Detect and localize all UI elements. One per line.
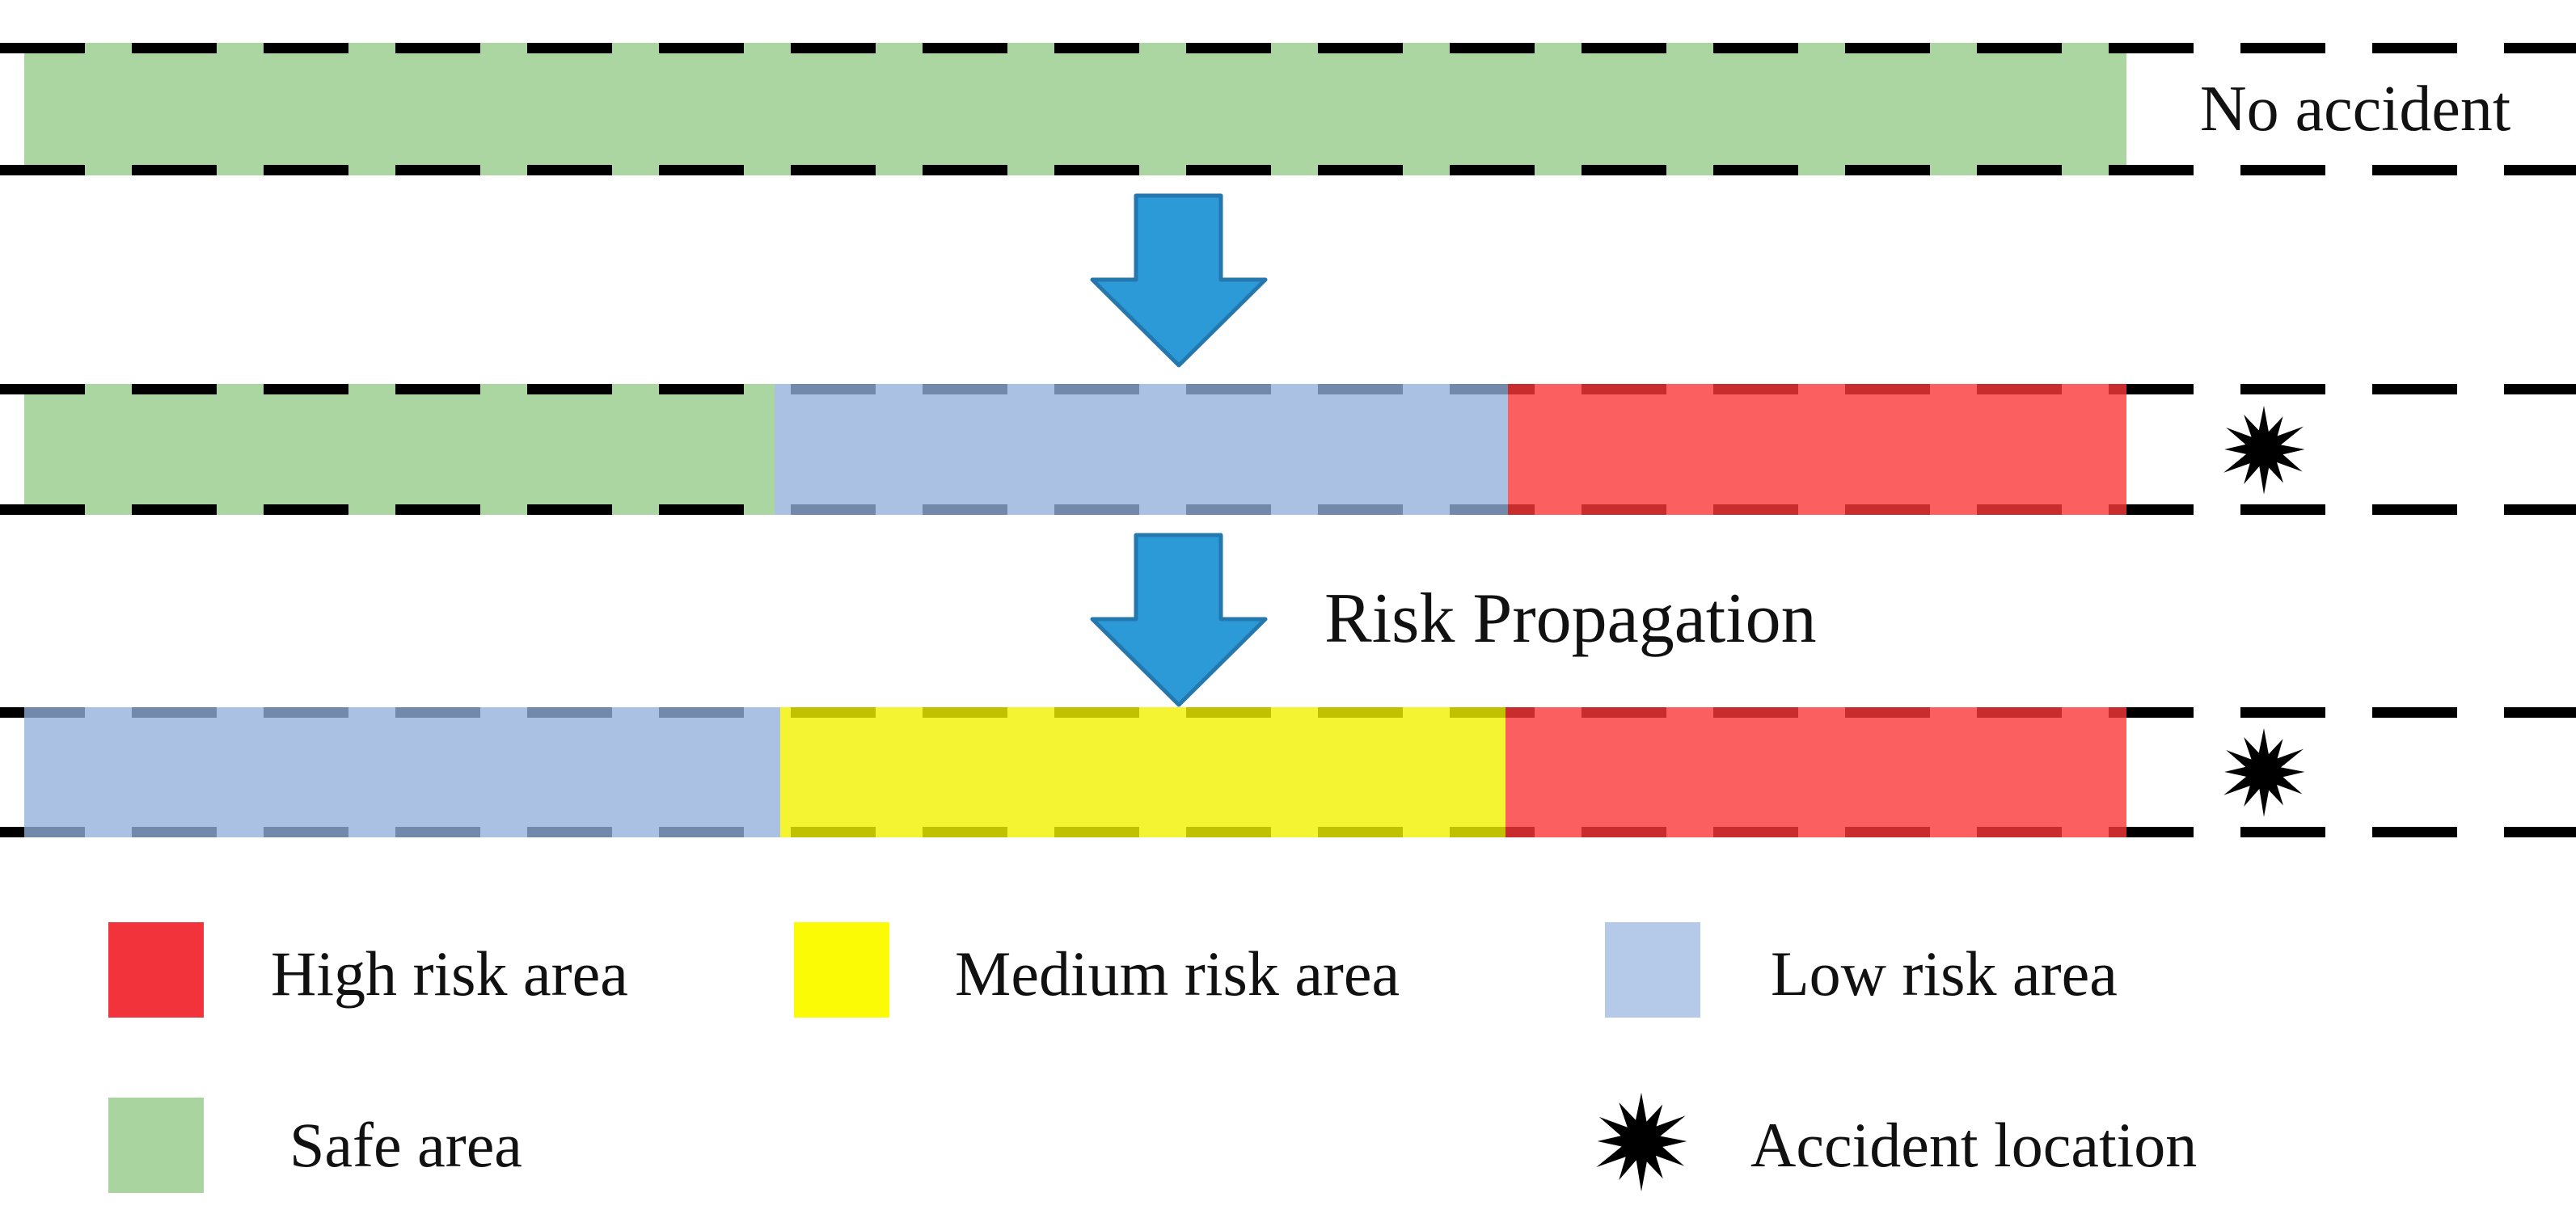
legend-swatch-high-risk — [108, 922, 204, 1018]
legend-label-low-risk: Low risk area — [1771, 938, 2118, 1009]
legend-swatch-low-risk — [1605, 922, 1700, 1018]
no-accident-label: No accident — [2199, 74, 2511, 145]
risk-propagation-label: Risk Propagation — [1324, 580, 1817, 658]
down-arrow-icon — [1090, 533, 1268, 707]
legend-label-accident-location: Accident location — [1750, 1110, 2198, 1180]
road-edge-dashed-line — [0, 43, 2576, 53]
accident-star-icon — [2223, 727, 2305, 817]
down-arrow-icon — [1090, 193, 1268, 368]
accident-star-icon — [1596, 1092, 1687, 1192]
road-propagated-state — [0, 707, 2576, 837]
legend-label-safe: Safe area — [289, 1110, 522, 1180]
road-segment-safe — [24, 43, 2126, 175]
legend-swatch-safe — [108, 1098, 204, 1193]
road-segment-low — [24, 707, 780, 837]
road-segment-high — [1508, 384, 2126, 515]
road-segment-safe — [24, 384, 775, 515]
road-accident-state — [0, 384, 2576, 515]
road-initial-state: No accident — [0, 43, 2576, 175]
road-segment-medium — [780, 707, 1505, 837]
legend-label-high-risk: High risk area — [271, 938, 628, 1009]
accident-star-icon — [2223, 405, 2305, 495]
road-edge-dashed-line — [0, 165, 2576, 175]
legend-label-medium-risk: Medium risk area — [955, 938, 1400, 1009]
road-segment-high — [1505, 707, 2126, 837]
road-segment-low — [775, 384, 1508, 515]
legend-swatch-medium-risk — [794, 922, 889, 1018]
